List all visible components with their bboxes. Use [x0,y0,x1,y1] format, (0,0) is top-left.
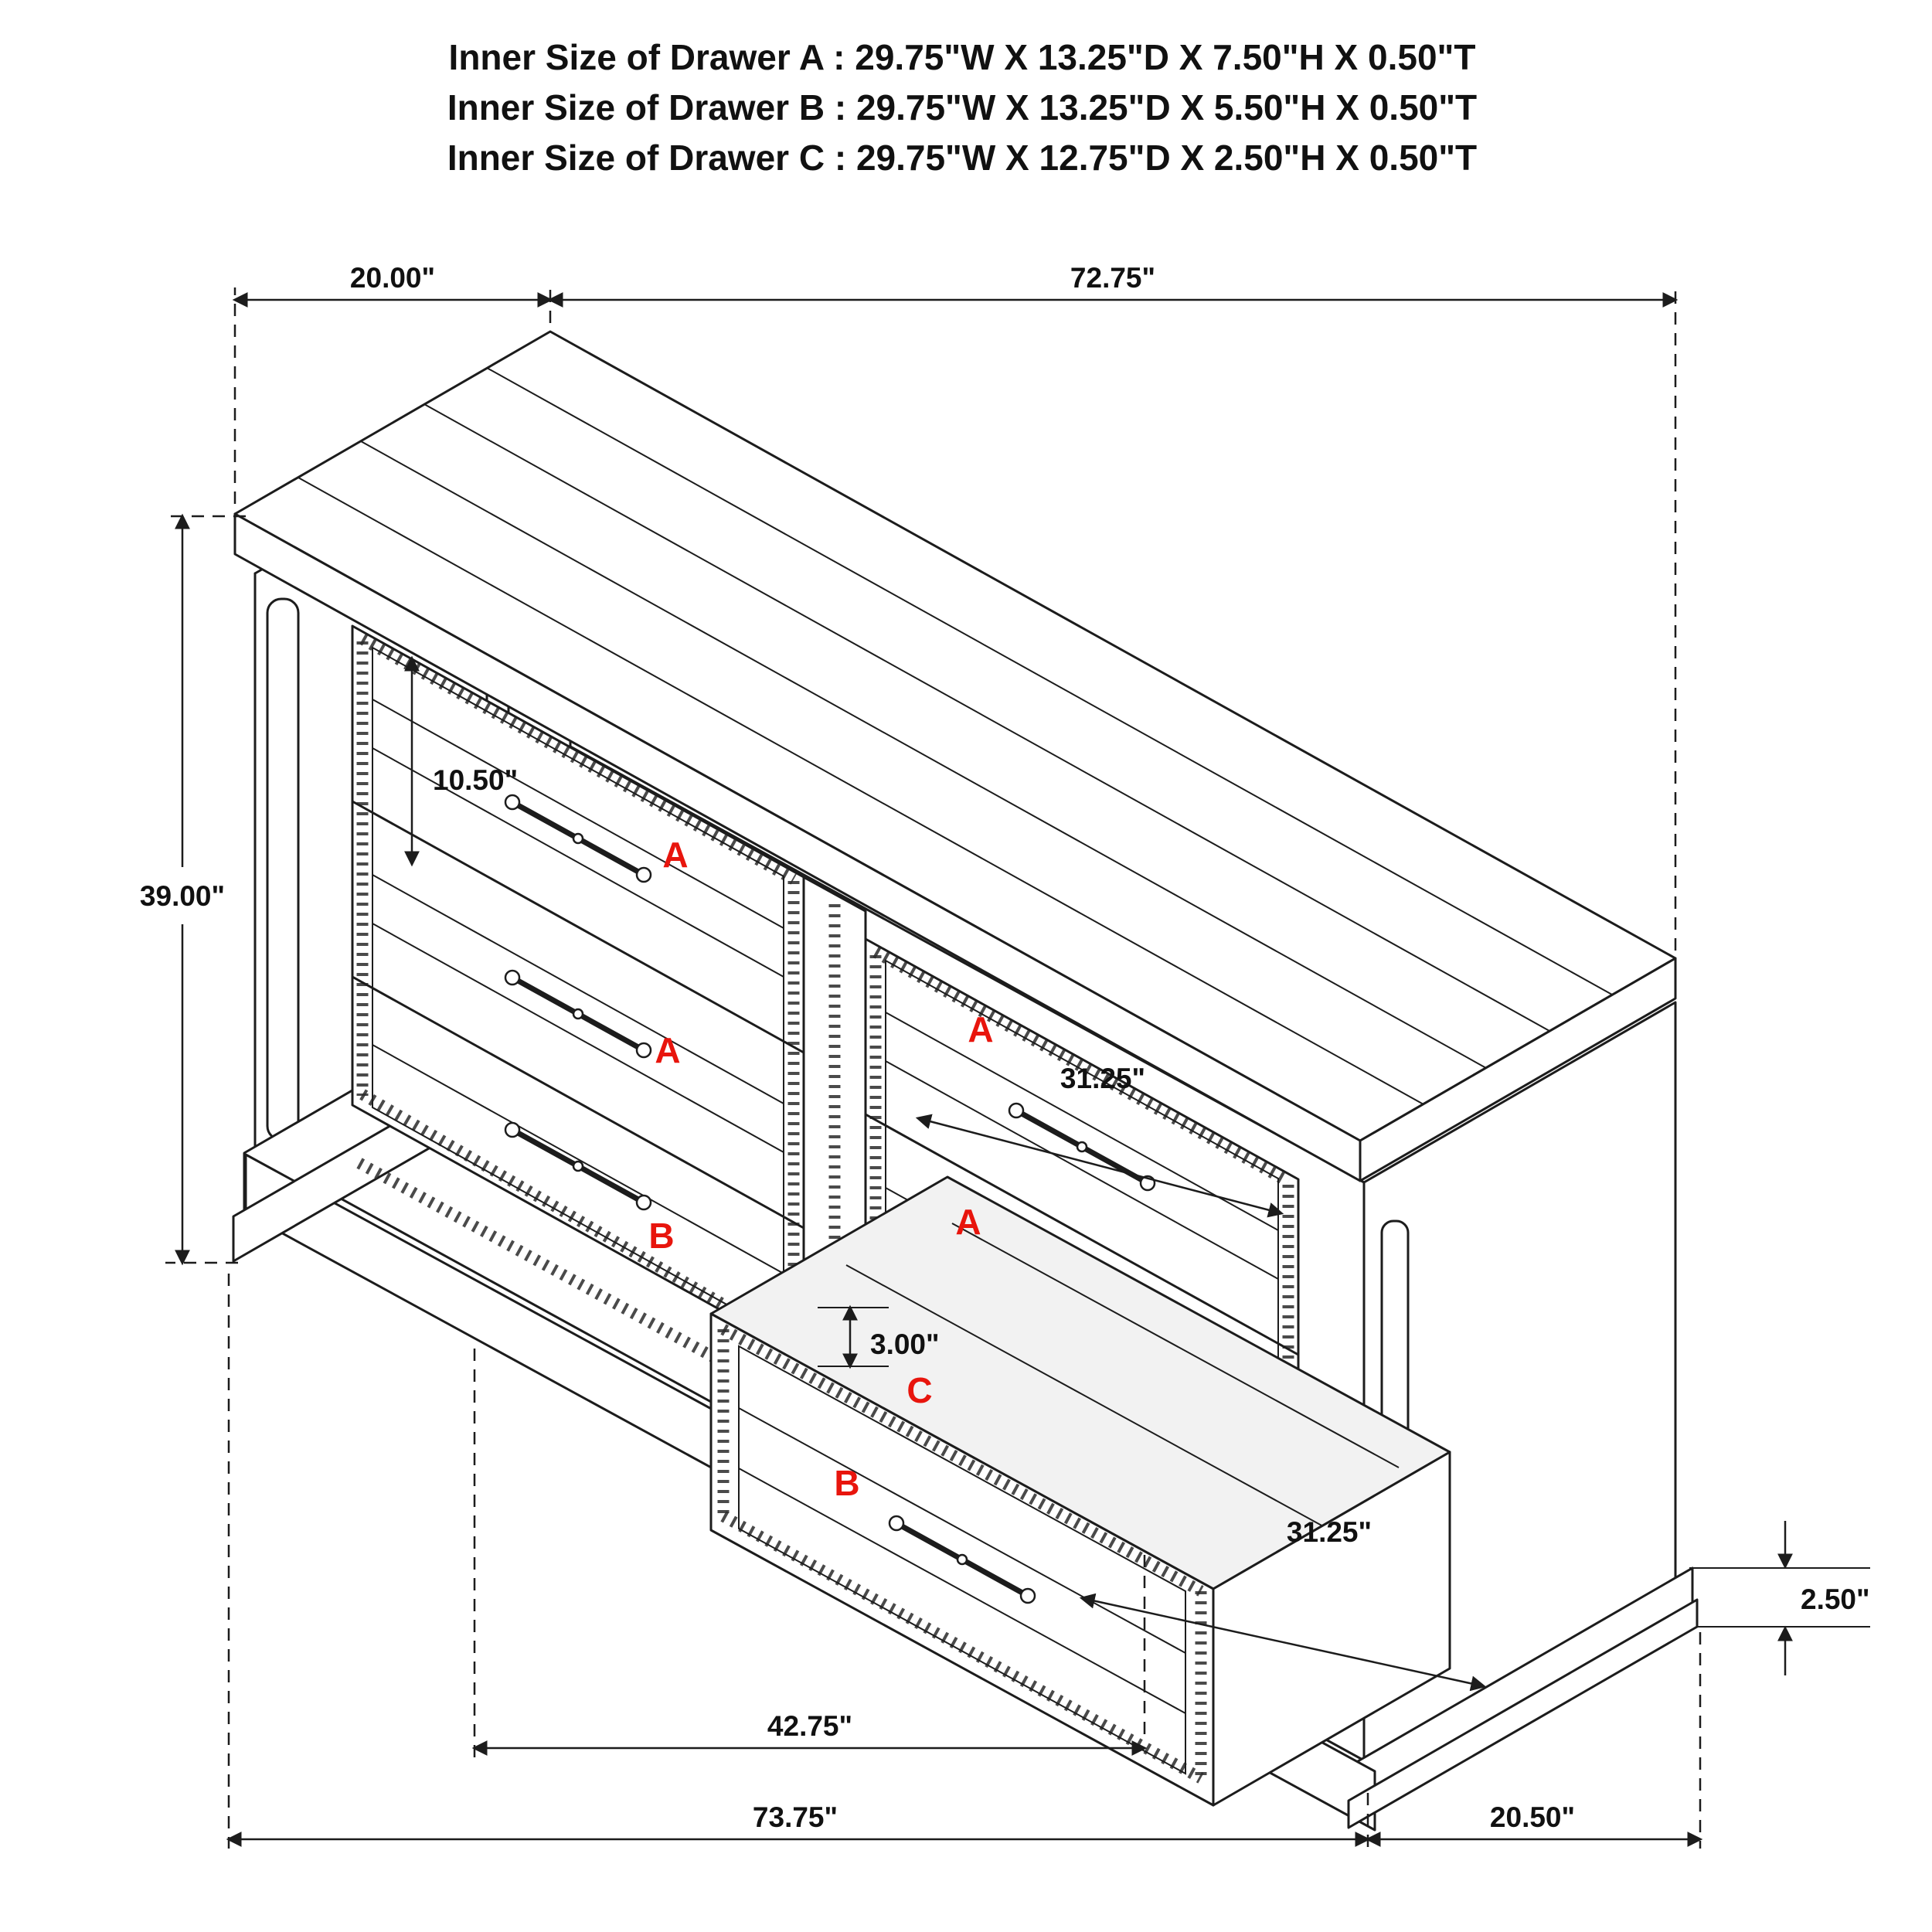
drawer-b-carved-border-bottom [720,1511,1204,1784]
top-plank-line [486,367,1613,995]
dim-opening-width-label: 42.75" [767,1710,852,1742]
inner-size-drawer-a-text: Inner Size of Drawer A : 29.75"W X 13.25… [449,37,1476,77]
dim-base-height-label: 2.50" [1801,1583,1870,1615]
drawer-letter-labels: A A B A A C B [648,835,993,1503]
title-block: Inner Size of Drawer A : 29.75"W X 13.25… [447,37,1477,178]
dim-top-to-handle-label: 10.50" [433,764,518,796]
drawer-b-inner-frame [738,1345,1186,1775]
dim-bottom-width-label: 73.75" [753,1801,838,1833]
top-right-edge [1359,957,1677,1182]
dim-bottom-depth-label: 20.50" [1490,1801,1575,1833]
drawer-label-pulled: B [834,1463,859,1503]
drawer-label-left-middle: A [655,1030,680,1070]
top-plank-line [298,477,1424,1105]
top-plank-line [360,440,1487,1069]
drawer-b-pulled-handle [888,1515,1036,1604]
top-panel [233,330,1677,1182]
dim-top-width-label: 72.75" [1070,262,1155,294]
left-bank-drawer-divider [352,800,804,1054]
drawer-label-left-top: A [662,835,688,875]
dim-compartment-height-label: 3.00" [870,1328,940,1360]
dim-top-depth-label: 20.00" [350,262,435,294]
left-drawer-bank [351,624,805,1358]
drawer-label-left-bottom: B [648,1216,674,1256]
left-front-pilaster [266,597,300,1141]
top-plank-line [423,403,1550,1032]
drawer-slat-line [372,699,784,929]
dim-drawer-width-label: 31.25" [1060,1063,1145,1094]
drawer-a1-handle [504,794,652,883]
left-bank-carved-border-top [359,634,797,885]
left-bank-drawer-divider [352,975,804,1230]
dimension-annotations: 20.00" 72.75" 39.00" 10.50" 31.25" 3.00"… [140,262,1870,1849]
drawer-a2-handle [504,969,652,1059]
drawer-slat-line [372,923,784,1153]
drawer-slat-line [372,874,784,1104]
left-bank-carved-border-bottom [359,1089,797,1351]
drawer-slat-line [372,1044,784,1274]
drawer-label-right-top: A [968,1009,993,1049]
dim-bottom-drawer-width-label: 31.25" [1287,1516,1372,1548]
inner-size-drawer-b-text: Inner Size of Drawer B : 29.75"W X 13.25… [447,87,1477,128]
drawer-box-interior-line [845,1264,1349,1541]
drawer-label-compartment: C [906,1370,932,1410]
dim-line-drawer-width [915,1114,1284,1218]
drawer-slat-line [372,747,784,978]
drawer-b-handle [504,1121,652,1211]
inner-size-drawer-c-text: Inner Size of Drawer C : 29.75"W X 12.75… [447,138,1477,178]
dim-height-label: 39.00" [140,880,225,912]
drawer-label-right-middle: A [955,1202,981,1242]
dim-line-bottom-drawer-width [1079,1593,1487,1692]
drawer-box-back-lip [951,1223,1400,1468]
drawer-b-carved-border-top [720,1324,1204,1597]
